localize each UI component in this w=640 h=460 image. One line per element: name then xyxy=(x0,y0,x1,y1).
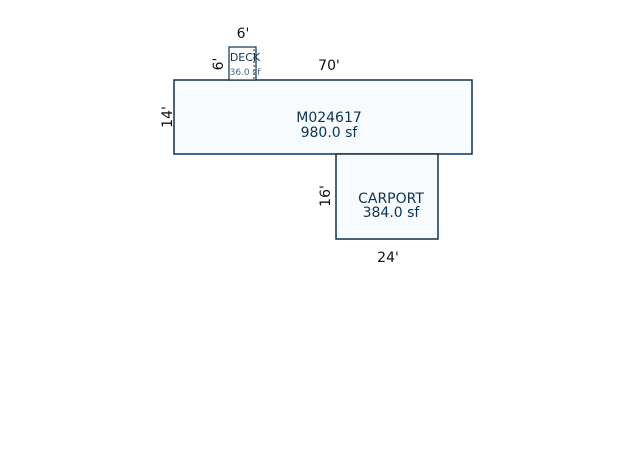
main-area-outline xyxy=(173,79,473,155)
deck-width-dimension: 6' xyxy=(237,26,250,42)
deck-outline xyxy=(228,46,257,81)
deck-label: DECK xyxy=(230,51,261,64)
main-area-width-dimension: 70' xyxy=(318,58,340,74)
main-area-id: M024617 xyxy=(296,110,362,126)
carport-area: CARPORT 384.0 sf 24' 16' xyxy=(318,153,439,266)
deck-depth-dimension: 6' xyxy=(211,58,227,71)
main-area-sqft: 980.0 sf xyxy=(301,125,359,141)
carport-depth-dimension: 16' xyxy=(318,185,334,207)
main-area-depth-dimension: 14' xyxy=(160,106,176,128)
deck-sqft: 36.0 sf xyxy=(230,68,262,78)
carport-sqft: 384.0 sf xyxy=(363,205,421,221)
carport-label: CARPORT xyxy=(358,191,424,207)
main-area: M024617 980.0 sf 70' 14' xyxy=(160,58,473,155)
carport-width-dimension: 24' xyxy=(377,250,399,266)
carport-outline xyxy=(335,153,439,240)
deck-area: DECK 36.0 sf 6' 6' xyxy=(211,26,262,81)
